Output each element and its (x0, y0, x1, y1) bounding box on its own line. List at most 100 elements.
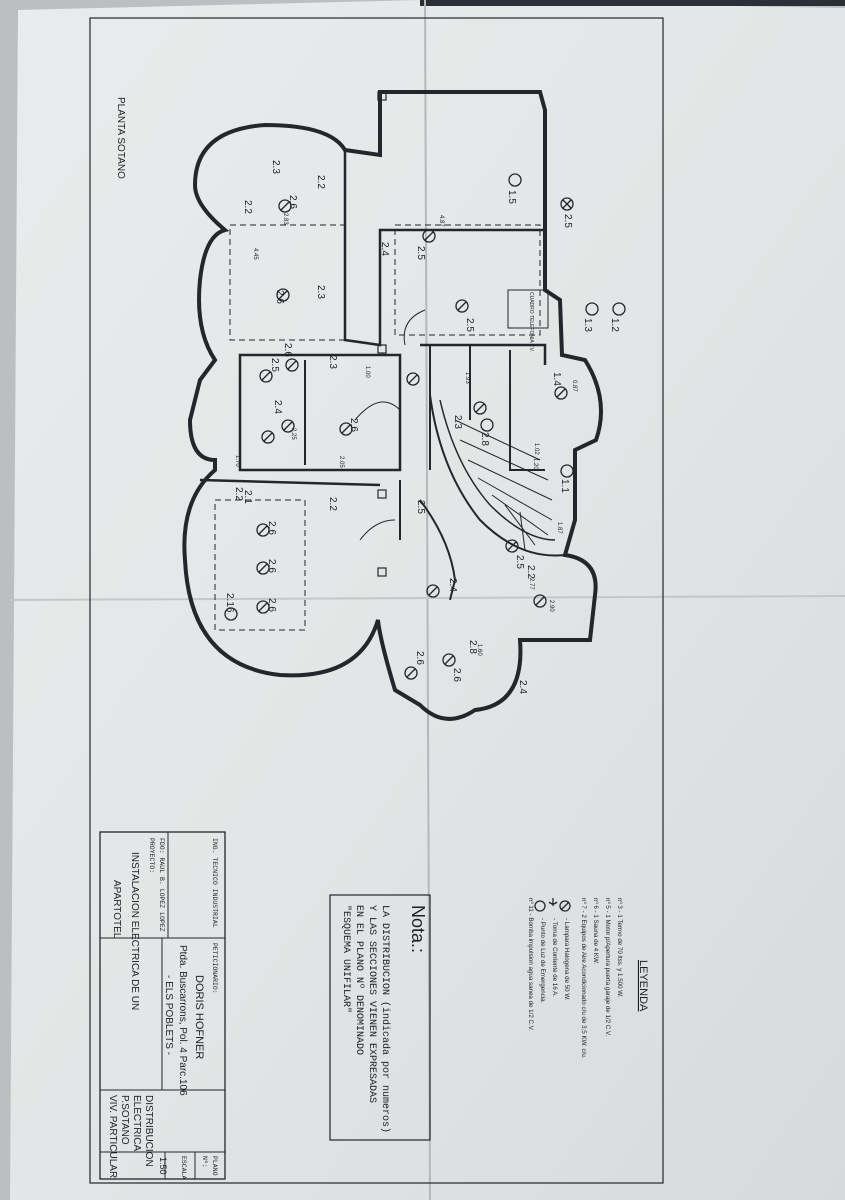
engineer-label: ING. TECNICO INDUSTRIAL (211, 838, 218, 928)
dim-label: 1.02 (533, 443, 539, 455)
note-line: "ESQUEMA UNIFILAR" (340, 905, 352, 1013)
circuit-label: 2.8 (479, 432, 490, 446)
circuit-label: 2.3 (452, 415, 463, 429)
note-title: Nota.: (408, 905, 428, 953)
legend-title: LEYENDA (637, 960, 649, 1012)
drawing-line-4: VIV. PARTICULAR (107, 1095, 118, 1178)
circuit-label: 2.6 (348, 418, 359, 432)
circuit-label: 1.4 (551, 372, 562, 386)
note-line: LA DISTRIBUCION (indicada por numeros) (379, 905, 391, 1133)
drawing-line-1: DISTRIBUCION (143, 1095, 154, 1167)
note-line: EN EL PLANO Nº DENOMINADO (353, 905, 364, 1055)
dim-label: 1.93 (464, 372, 470, 384)
project-line-1: INSTALACION ELECTRICA DE UN (129, 852, 140, 1010)
petitioner-label: PETICIONARIO: (211, 943, 218, 994)
dim-label: 1.00 (364, 366, 370, 378)
circuit-label: 2.6 (266, 598, 277, 612)
circuit-label: 1.3 (582, 318, 593, 332)
circuit-label: 1.1 (559, 479, 570, 493)
dim-label: 4.87 (438, 215, 444, 227)
legend-item: nº 6 - 1 Sauna de 4 KW. (592, 898, 599, 965)
cuadro-label: CUADRO TELEFONIA T.V. (528, 292, 534, 352)
drawing-line-3: P.SOTANO (119, 1095, 130, 1145)
emergency-light-icon (534, 900, 546, 912)
legend-item: nº 7 - 2 Equipos de Aire Acondicionado c… (580, 898, 587, 1059)
note-line: Y LAS SECCIONES VIENEN EXPRESADAS (366, 905, 377, 1103)
dark-corner (420, 0, 845, 6)
title-block: ING. TECNICO INDUSTRIAL FDO: RAUL B. LOP… (99, 831, 226, 1180)
circuit-label: 2.2 (233, 487, 244, 501)
circuit-label: 2.4 (379, 242, 390, 256)
floor-plan: CUADRO TELEFONIA T.V. (182, 90, 603, 721)
legend-item: - Lampara Halogena de 50 W. (563, 918, 570, 1001)
sheet-title: PLANTA SOTANO (115, 97, 126, 179)
legend-item: nº 11 - Bomba impulsion agua sanea de 1/… (527, 898, 534, 1031)
circuit-label: 2.4 (272, 400, 283, 414)
socket-icon (548, 898, 558, 906)
circuit-label: 2.6 (287, 195, 298, 209)
circuit-label: 2.6 (266, 521, 277, 535)
circuit-markers: 1.2 1.3 1.5 2.5 2.5 2.5 2.6 2.6 2.6 2.5 … (224, 160, 626, 694)
circuit-label: 2.6 (451, 668, 462, 682)
address-line-2: - ELS POBLETS - (163, 975, 174, 1055)
dim-label: 2.25 (290, 428, 296, 440)
circuit-label: 2.5 (514, 555, 525, 569)
dimension-labels: 4.87 2.83 4.45 1.93 1.00 2.05 2.25 1.70 … (234, 213, 577, 656)
dim-label: 2.90 (548, 600, 554, 612)
circuit-label: 2.6 (274, 290, 285, 304)
project-label: PROYECTO: (148, 838, 155, 873)
circuit-label: 2.6 (282, 343, 293, 357)
drawing-line-2: ELECTRICA (131, 1095, 142, 1151)
circuit-label: 2.3 (327, 355, 338, 369)
plan-label: PLANO (211, 1156, 218, 1176)
legend-item: - Punto de Luz de Emergencia. (539, 918, 546, 1004)
legend-item: nº 5 - 1 Motor p/Apertura puerta garaje … (604, 898, 611, 1037)
circuit-label: 2.6 (266, 559, 277, 573)
circuit-label: 2.6 (414, 651, 425, 665)
circuit-label: 2.2 (242, 200, 253, 214)
circuit-label: 2.5 (269, 358, 280, 372)
circuit-label: 2.3 (270, 160, 281, 174)
legend-item: - Toma de Corriente de 16 A. (551, 918, 558, 997)
dim-label: 0.87 (571, 380, 577, 392)
dim-label: 4.45 (252, 248, 258, 260)
circuit-label: 2.4 (517, 680, 528, 694)
legend-items: nº 3 - 1 Termo de 70 ltss. y 1.500 W. nº… (527, 898, 623, 1059)
circuit-label: 2.4 (447, 578, 458, 592)
petitioner-name: DORIS HOFNER (193, 975, 205, 1059)
fold-vertical (424, 0, 431, 1200)
circuit-label: 2.16 (224, 593, 235, 613)
dim-label: 2.05 (338, 456, 344, 468)
circuit-label: 2.8 (467, 640, 478, 654)
drawing-frame (89, 17, 664, 1184)
address-line-1: Ptda. Buscarrons, Pol. 4 Parc.106 (177, 945, 188, 1096)
circuit-label: 2.1 (242, 490, 253, 504)
circuit-label: 2.2 (315, 175, 326, 189)
dim-label: 2.77 (528, 578, 534, 590)
note-box: Nota.: LA DISTRIBUCION (indicada por num… (329, 894, 431, 1141)
circuit-label: 1.5 (506, 190, 517, 204)
project-line-2: APARTOTEL (111, 880, 122, 939)
circuit-label: 2.5 (415, 246, 426, 260)
circuit-label: 2.5 (464, 318, 475, 332)
legend-symbols (534, 898, 571, 912)
dim-label: 1.60 (476, 644, 482, 656)
plan-no-label: Nº: (201, 1156, 208, 1168)
circuit-label: 1.2 (609, 318, 620, 332)
dim-label: 2.83 (282, 213, 288, 225)
lamp-icon (559, 900, 571, 912)
signed-by: FDO: RAUL B. LOPEZ LOPEZ (158, 838, 165, 932)
circuit-label: 2.5 (562, 214, 573, 228)
circuit-label: 2.5 (415, 500, 426, 514)
dim-label: 1.87 (556, 522, 562, 534)
circuit-label: 2.2 (525, 565, 536, 579)
legend: LEYENDA (637, 960, 649, 1012)
circuit-label: 2.2 (327, 497, 338, 511)
dim-label: 1.20 (532, 458, 538, 470)
scale-value: 1:50 (158, 1157, 168, 1175)
scale-label: ESCALA (180, 1156, 187, 1180)
dim-label: 1.70 (234, 455, 240, 467)
fold-horizontal (9, 595, 845, 601)
legend-item: nº 3 - 1 Termo de 70 ltss. y 1.500 W. (616, 898, 623, 998)
